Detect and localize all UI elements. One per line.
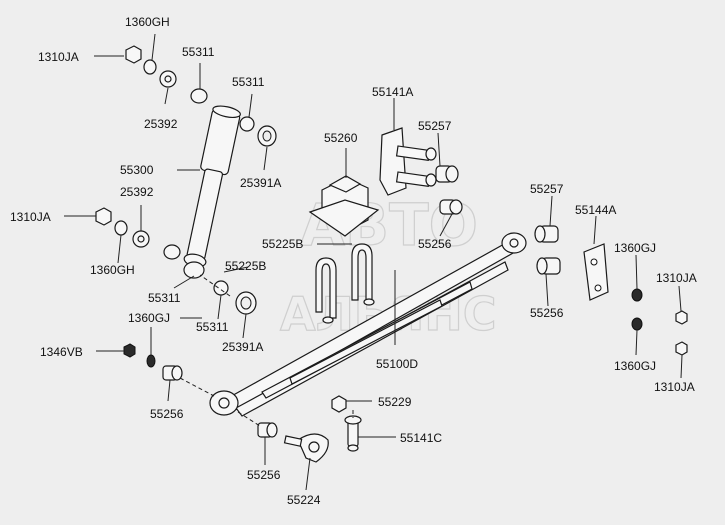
label-1360GH-mid: 1360GH	[90, 263, 135, 277]
label-55144A: 55144A	[575, 203, 616, 217]
label-55256-d: 55256	[247, 468, 281, 482]
lower-left-hardware	[123, 343, 183, 381]
leaf-spring-55100D	[209, 232, 527, 417]
label-1346VB: 1346VB	[40, 345, 83, 359]
label-1360GH-top: 1360GH	[125, 15, 170, 29]
label-55141C: 55141C	[400, 431, 442, 445]
label-55311-b: 55311	[232, 75, 265, 89]
top-hardware	[125, 45, 277, 147]
label-1310JA-top: 1310JA	[38, 50, 79, 64]
label-55256-c: 55256	[150, 407, 184, 421]
u-bolts-55225B	[315, 243, 375, 324]
label-55256-a: 55256	[418, 237, 452, 251]
label-55224: 55224	[287, 493, 321, 507]
label-25391A-a: 25391A	[240, 176, 281, 190]
label-25392-a: 25392	[144, 117, 178, 131]
shock-absorber	[163, 88, 241, 279]
label-55257-a: 55257	[418, 119, 452, 133]
label-55225B-b: 55225B	[225, 259, 266, 273]
label-1310JA-r2: 1310JA	[654, 380, 695, 394]
label-1310JA-mid: 1310JA	[10, 210, 51, 224]
label-25392-b: 25392	[120, 185, 154, 199]
label-55311-c: 55311	[148, 291, 181, 305]
label-55229: 55229	[378, 395, 412, 409]
label-55100D: 55100D	[376, 357, 418, 371]
lower-hardware	[257, 395, 362, 463]
shackle-55144A	[534, 225, 609, 301]
label-1360GJ-r2: 1360GJ	[614, 359, 656, 373]
leader-lines	[64, 33, 683, 491]
right-nuts	[631, 288, 688, 356]
label-55311-a: 55311	[182, 45, 215, 59]
label-1360GJ-r1: 1360GJ	[614, 241, 656, 255]
bump-stopper-55260	[308, 175, 380, 237]
label-55257-b: 55257	[530, 182, 564, 196]
part-labels: 1360GH 1310JA 55311 55311 25392 55141A 5…	[10, 15, 697, 507]
bushings-55257	[435, 165, 463, 215]
label-55260: 55260	[324, 131, 358, 145]
label-55225B-a: 55225B	[262, 237, 303, 251]
label-55256-b: 55256	[530, 306, 564, 320]
label-55141A: 55141A	[372, 85, 413, 99]
label-1310JA-r1: 1310JA	[656, 271, 697, 285]
label-55300: 55300	[120, 163, 154, 177]
label-25391A-b: 25391A	[222, 340, 263, 354]
label-1360GJ-l: 1360GJ	[128, 311, 170, 325]
bracket-55141A	[379, 127, 437, 196]
mid-left-hardware	[95, 207, 257, 315]
label-55311-d: 55311	[196, 320, 229, 334]
